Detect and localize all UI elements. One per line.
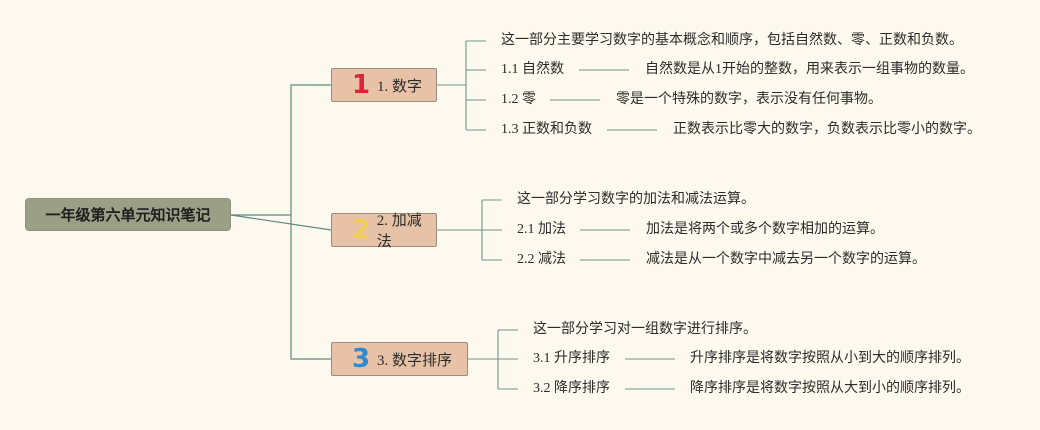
number-3-icon: 3 [351, 344, 371, 374]
root-to-topic-3-line [290, 215, 331, 360]
subtopic-desc-1-2: 零是一个特殊的数字，表示没有任何事物。 [616, 92, 882, 107]
subtopic-desc-2-1: 加法是将两个或多个数字相加的运算。 [646, 222, 884, 237]
topic-label: 3. 数字排序 [377, 352, 453, 369]
subtopic-label-3-2[interactable]: 3.2 降序排序 [533, 381, 610, 396]
subtopic-desc-1-3: 正数表示比零大的数字，负数表示比零小的数字。 [673, 122, 981, 137]
subtopic-label-1-3[interactable]: 1.3 正数和负数 [501, 122, 592, 137]
topic-2-bracket [437, 199, 502, 261]
subtopic-desc-3-2: 降序排序是将数字按照从大到小的顺序排列。 [690, 381, 970, 396]
subtopic-label-1-2[interactable]: 1.2 零 [501, 92, 536, 107]
number-2-icon: 2 [351, 215, 370, 245]
subtopic-label-2-2[interactable]: 2.2 减法 [517, 252, 566, 267]
topic-node-3[interactable]: 3 3. 数字排序 [331, 342, 468, 376]
subtopic-label-3-1[interactable]: 3.1 升序排序 [533, 351, 610, 366]
topic-2-intro: 这一部分学习数字的加法和减法运算。 [517, 192, 755, 207]
topic-1-intro: 这一部分主要学习数字的基本概念和顺序，包括自然数、零、正数和负数。 [501, 33, 963, 48]
topic-label: 2. 加减法 [376, 213, 422, 250]
subtopic-desc-1-1: 自然数是从1开始的整数，用来表示一组事物的数量。 [645, 62, 974, 77]
topic-3-bracket [468, 329, 518, 390]
subtopic-label-2-1[interactable]: 2.1 加法 [517, 222, 566, 237]
root-to-topic-2-line [230, 214, 332, 231]
subtopic-desc-2-2: 减法是从一个数字中减去另一个数字的运算。 [646, 252, 926, 267]
root-to-topic-1-line [231, 84, 331, 216]
subtopic-label-1-1[interactable]: 1.1 自然数 [501, 62, 564, 77]
topic-label: 1. 数字 [377, 78, 423, 95]
topic-node-2[interactable]: 2 2. 加减法 [331, 213, 437, 250]
topic-node-1[interactable]: 1 1. 数字 [331, 68, 437, 102]
root-node[interactable]: 一年级第六单元知识笔记 [25, 198, 231, 231]
subtopic-desc-3-1: 升序排序是将数字按照从小到大的顺序排列。 [690, 351, 970, 366]
topic-3-intro: 这一部分学习对一组数字进行排序。 [533, 322, 757, 337]
number-1-icon: 1 [351, 70, 371, 100]
topic-1-bracket [437, 40, 486, 131]
